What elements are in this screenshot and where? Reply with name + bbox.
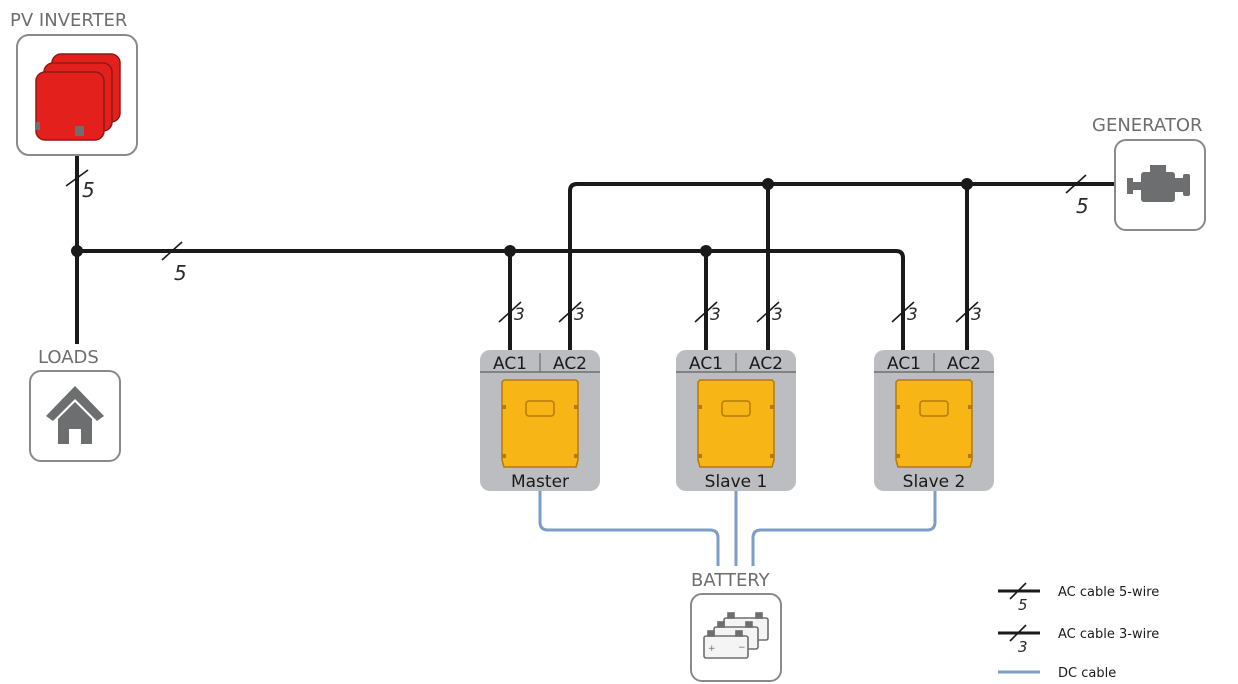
junction-dots <box>71 178 973 257</box>
wire-count-main: 5 <box>174 261 187 285</box>
wire-count-slave2-ac1: 3 <box>907 305 918 325</box>
wire-count-master-ac2: 3 <box>574 305 585 325</box>
wire-count-slave1-ac1: 3 <box>710 305 721 325</box>
legend-item-ac5: 5 AC cable 5-wire <box>998 582 1159 614</box>
engine-icon <box>1127 165 1190 202</box>
wire-count-master-ac1: 3 <box>514 305 525 325</box>
legend: 5 AC cable 5-wire 3 AC cable 3-wire DC c… <box>998 582 1159 681</box>
unit-slave-2: AC1 AC2 Slave 2 <box>874 350 994 492</box>
ac-wiring <box>75 156 1114 350</box>
legend-ac3-number: 3 <box>1018 638 1028 656</box>
svg-text:+: + <box>708 644 716 654</box>
house-icon <box>46 386 104 444</box>
battery-icon <box>703 612 769 659</box>
slave1-port-ac2: AC2 <box>749 354 783 374</box>
slave2-port-ac1: AC1 <box>887 354 921 374</box>
pv-inverter-label: PV INVERTER <box>10 10 127 31</box>
legend-dc-label: DC cable <box>1058 666 1116 681</box>
unit-slave-1: AC1 AC2 Slave 1 <box>676 350 796 492</box>
slave1-port-ac1: AC1 <box>689 354 723 374</box>
slave2-port-ac2: AC2 <box>947 354 981 374</box>
legend-item-dc: DC cable <box>998 666 1116 681</box>
legend-item-ac3: 3 AC cable 3-wire <box>998 624 1159 656</box>
master-label: Master <box>511 472 569 492</box>
dc-wiring <box>538 490 937 566</box>
svg-text:−: − <box>738 643 746 653</box>
battery: BATTERY + − <box>690 570 782 682</box>
master-port-ac1: AC1 <box>493 354 527 374</box>
pv-inverter-icon <box>35 53 121 141</box>
legend-ac3-label: AC cable 3-wire <box>1058 627 1159 642</box>
legend-ac5-number: 5 <box>1018 596 1028 614</box>
wire-count-slave1-ac2: 3 <box>772 305 783 325</box>
loads: LOADS <box>29 347 121 462</box>
legend-ac5-label: AC cable 5-wire <box>1058 585 1159 600</box>
slave2-label: Slave 2 <box>903 472 966 492</box>
wire-count-slave2-ac2: 3 <box>971 305 982 325</box>
master-port-ac2: AC2 <box>553 354 587 374</box>
loads-label: LOADS <box>38 347 99 368</box>
generator: GENERATOR <box>1092 115 1206 231</box>
wire-count-generator: 5 <box>1076 194 1089 218</box>
battery-label: BATTERY <box>691 570 771 591</box>
pv-inverter: PV INVERTER <box>10 10 138 156</box>
wire-count-pv: 5 <box>82 178 95 202</box>
battery-terminal-signs: + − <box>708 643 746 654</box>
generator-label: GENERATOR <box>1092 115 1203 136</box>
unit-master: AC1 AC2 Master <box>480 350 600 492</box>
slave1-label: Slave 1 <box>705 472 768 492</box>
wire-count-markers: 5 5 5 3 3 3 3 3 3 <box>65 169 1089 325</box>
